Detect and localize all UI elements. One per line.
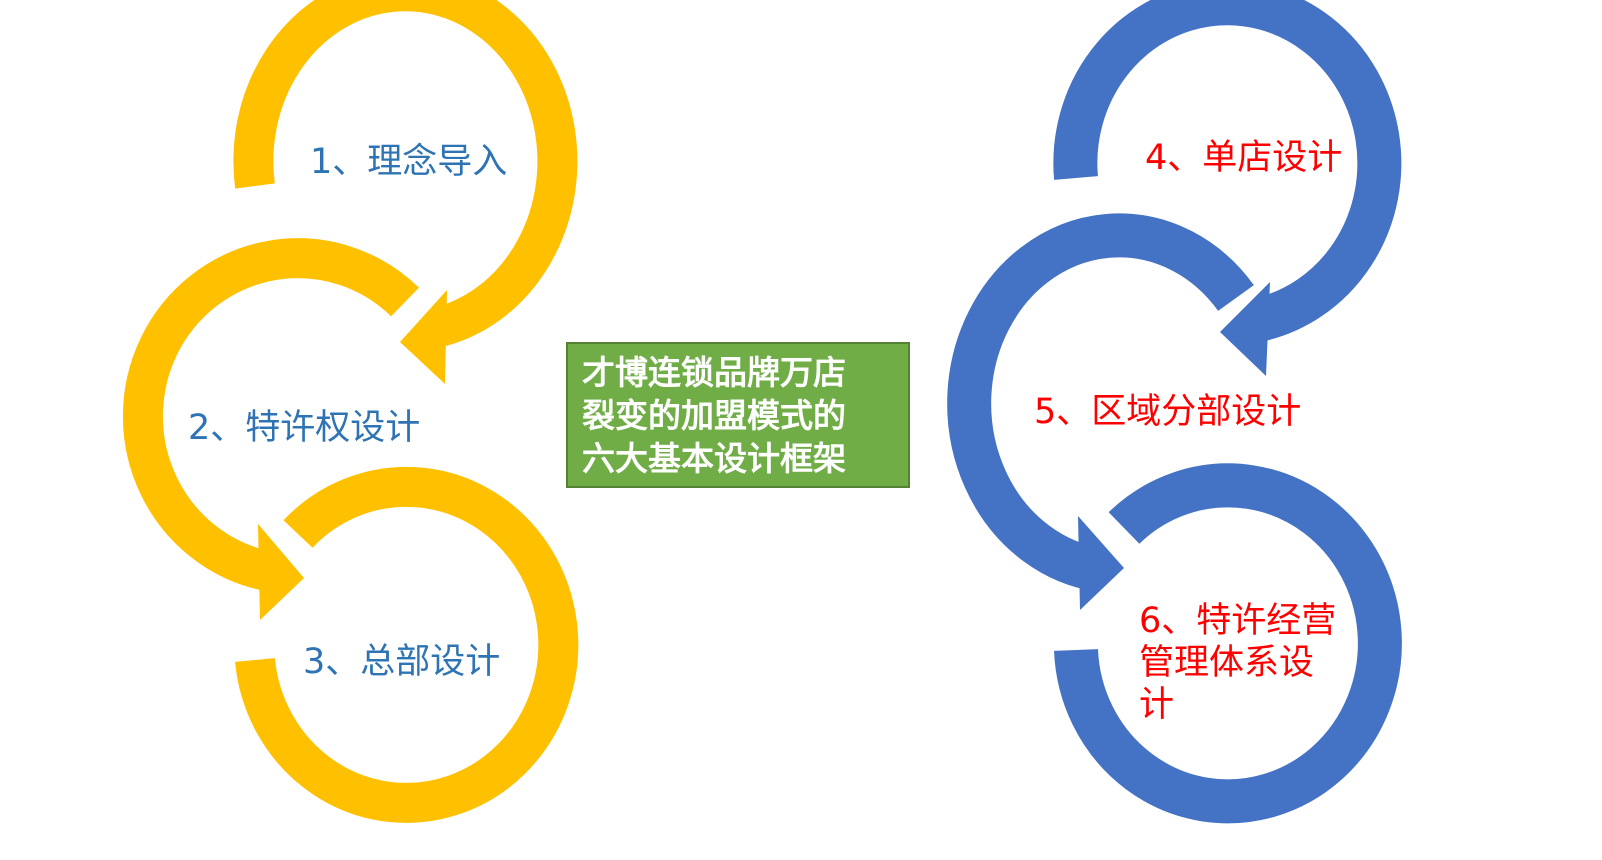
arc-step-5 bbox=[947, 213, 1254, 592]
arc-step-2 bbox=[122, 238, 419, 592]
right-cycle bbox=[947, 0, 1402, 824]
arrowhead-step-4 bbox=[1220, 282, 1270, 376]
left-cycle bbox=[122, 0, 579, 823]
step-2-label: 2、特许权设计 bbox=[188, 408, 421, 448]
step-1-label: 1、理念导入 bbox=[310, 142, 508, 182]
step-3-label: 3、总部设计 bbox=[303, 642, 501, 682]
arrowhead-step-5 bbox=[1078, 516, 1124, 610]
arc-step-1 bbox=[233, 0, 578, 348]
step-5-label: 5、区域分部设计 bbox=[1034, 392, 1302, 432]
arc-step-4 bbox=[1053, 0, 1402, 342]
arc-step-3 bbox=[235, 466, 579, 823]
center-title-box: 才博连锁品牌万店 裂变的加盟模式的 六大基本设计框架 bbox=[566, 342, 910, 488]
arrowhead-step-2 bbox=[258, 524, 304, 620]
step-6-label: 6、特许经营 管理体系设 计 bbox=[1139, 601, 1337, 725]
arrowhead-step-1 bbox=[400, 290, 447, 384]
step-4-label: 4、单店设计 bbox=[1145, 138, 1343, 178]
right-arrowheads bbox=[1078, 282, 1270, 610]
left-arrowheads bbox=[258, 290, 447, 620]
arc-step-6 bbox=[1054, 463, 1402, 824]
